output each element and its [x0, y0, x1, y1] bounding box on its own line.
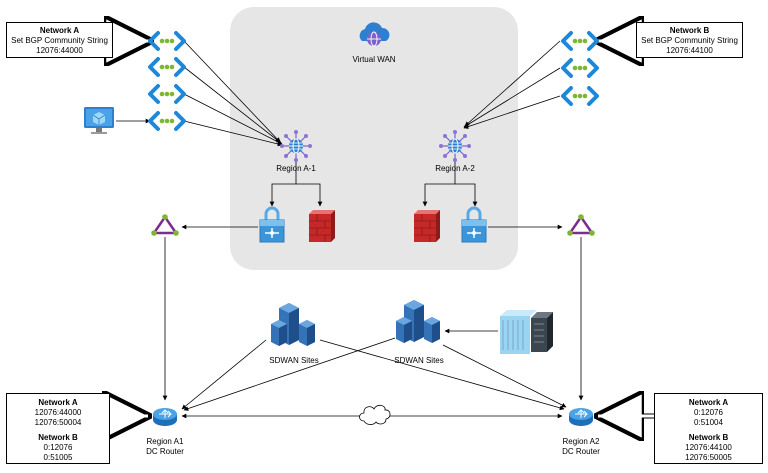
vnet-icon [561, 86, 599, 106]
connection-lines [110, 41, 654, 416]
virtual-hub-icon [279, 129, 313, 163]
vnet-icon [561, 31, 599, 51]
vnet-icon [148, 31, 186, 51]
router-icon [152, 407, 178, 427]
sdwan-site-2-label: SDWAN Sites [394, 356, 444, 365]
left-router-communities-box: Network A 12076:44000 12076:50004 Networ… [6, 393, 110, 464]
right-network-a-value-2: 0:51004 [694, 418, 723, 427]
right-router-communities-box: Network A 0:12076 0:51004 Network B 1207… [654, 393, 763, 464]
virtual-wan-icon [359, 22, 390, 47]
sdwan-site-icon [271, 303, 315, 346]
hub-2-label: Region A-2 [435, 164, 475, 173]
left-network-a-title: Network A [38, 398, 78, 407]
network-a-top-box: Network A Set BGP Community String 12076… [6, 22, 113, 58]
router-a1-line2: DC Router [146, 447, 184, 456]
network-b-line1: Set BGP Community String [641, 36, 738, 45]
right-network-a-title: Network A [688, 398, 729, 407]
left-network-a-value-1: 12076:44000 [34, 408, 82, 417]
vnet-icon [561, 58, 599, 78]
router-icon [568, 407, 594, 427]
sdwan-site-icon [396, 300, 440, 343]
router-a1-line1: Region A1 [146, 437, 184, 446]
branch-appliance-icon [500, 310, 553, 354]
network-b-line2: 12076:44100 [666, 46, 713, 55]
internet-cloud-icon [359, 404, 391, 425]
sdwan-site-1-label: SDWAN Sites [269, 356, 319, 365]
network-b-top-box: Network B Set BGP Community String 12076… [636, 22, 743, 58]
right-network-a-value-1: 0:12076 [694, 408, 723, 417]
expressroute-circuit-icon [565, 212, 597, 238]
right-network-b-value-1: 12076:44100 [685, 443, 732, 452]
firewall-icon [413, 209, 441, 243]
vnet-icon [148, 111, 186, 131]
right-network-b-title: Network B [688, 433, 729, 442]
vnet-icon [148, 57, 186, 77]
router-a2-line2: DC Router [562, 447, 600, 456]
network-a-title: Network A [39, 26, 80, 35]
virtual-wan-label: Virtual WAN [352, 55, 396, 64]
network-a-line2: 12076:44000 [36, 46, 83, 55]
left-network-b-title: Network B [38, 433, 78, 442]
router-a2-line1: Region A2 [562, 437, 600, 446]
router-a1-label: Region A1 DC Router [130, 437, 200, 457]
virtual-hub-icon [438, 129, 472, 163]
firewall-icon [308, 209, 336, 243]
left-network-b-value-2: 0:51005 [43, 453, 73, 462]
vnet-icon [148, 84, 186, 104]
virtual-wan-panel [230, 7, 518, 270]
virtual-machine-icon [84, 107, 114, 134]
right-network-b-value-2: 12076:50005 [685, 453, 732, 462]
left-network-b-value-1: 0:12076 [43, 443, 73, 452]
network-b-title: Network B [669, 26, 710, 35]
network-a-line1: Set BGP Community String [11, 36, 108, 45]
hub-1-label: Region A-1 [276, 164, 316, 173]
left-network-a-value-2: 12076:50004 [34, 418, 82, 427]
router-a2-label: Region A2 DC Router [546, 437, 616, 457]
expressroute-circuit-icon [149, 212, 181, 238]
